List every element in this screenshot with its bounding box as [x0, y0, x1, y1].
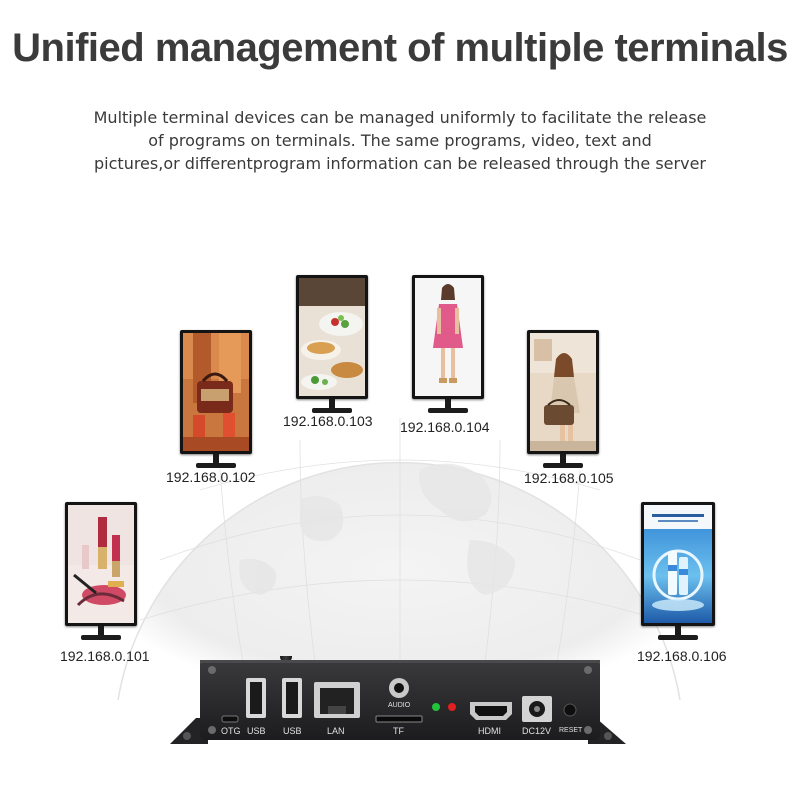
terminal-monitor-103 [296, 275, 368, 415]
terminal-ip-106: 192.168.0.106 [637, 648, 727, 664]
terminal-monitor-105 [527, 330, 599, 470]
terminal-monitor-102 [180, 330, 252, 470]
terminal-ip-105: 192.168.0.105 [524, 470, 614, 486]
globe-shape [118, 462, 680, 700]
port-label-lan: LAN [327, 726, 345, 736]
tf-card-slot [375, 715, 423, 723]
screen-food-dishes [299, 278, 365, 396]
port-label-tf: TF [393, 726, 404, 736]
port-label-hdmi: HDMI [478, 726, 501, 736]
port-label-audio: AUDIO [388, 702, 411, 709]
port-label-reset: RESET [559, 727, 583, 734]
terminal-ip-104: 192.168.0.104 [400, 419, 490, 435]
port-label-usb-1: USB [247, 726, 266, 736]
screen-pink-dress-model [415, 278, 481, 396]
port-label-otg: OTG [221, 726, 241, 736]
reset-button [563, 703, 577, 717]
screen-lipstick-cosmetics [68, 505, 134, 623]
terminal-ip-103: 192.168.0.103 [283, 413, 373, 429]
port-label-dc12v: DC12V [522, 726, 552, 736]
screen-skincare-product-ad [644, 505, 712, 623]
terminal-monitor-106 [641, 502, 715, 642]
terminal-monitor-101 [65, 502, 137, 642]
headline: Unified management of multiple terminals [12, 26, 788, 70]
screen-sitting-model-bag [530, 333, 596, 451]
port-label-usb-2: USB [283, 726, 302, 736]
description-line-3: pictures,or differentprogram information… [94, 154, 706, 173]
description-line-1: Multiple terminal devices can be managed… [93, 108, 707, 127]
screen-handbag-fashion [183, 333, 249, 451]
status-led-green [432, 703, 440, 711]
description: Multiple terminal devices can be managed… [40, 106, 760, 175]
terminal-ip-101: 192.168.0.101 [60, 648, 150, 664]
media-player-device: OTG USB USB LAN AUDIO TF HDMI DC12V RESE… [170, 656, 626, 746]
description-line-2: of programs on terminals. The same progr… [148, 131, 652, 150]
status-led-red [448, 703, 456, 711]
terminal-monitor-104 [412, 275, 484, 415]
terminal-ip-102: 192.168.0.102 [166, 469, 256, 485]
otg-port [221, 715, 239, 723]
